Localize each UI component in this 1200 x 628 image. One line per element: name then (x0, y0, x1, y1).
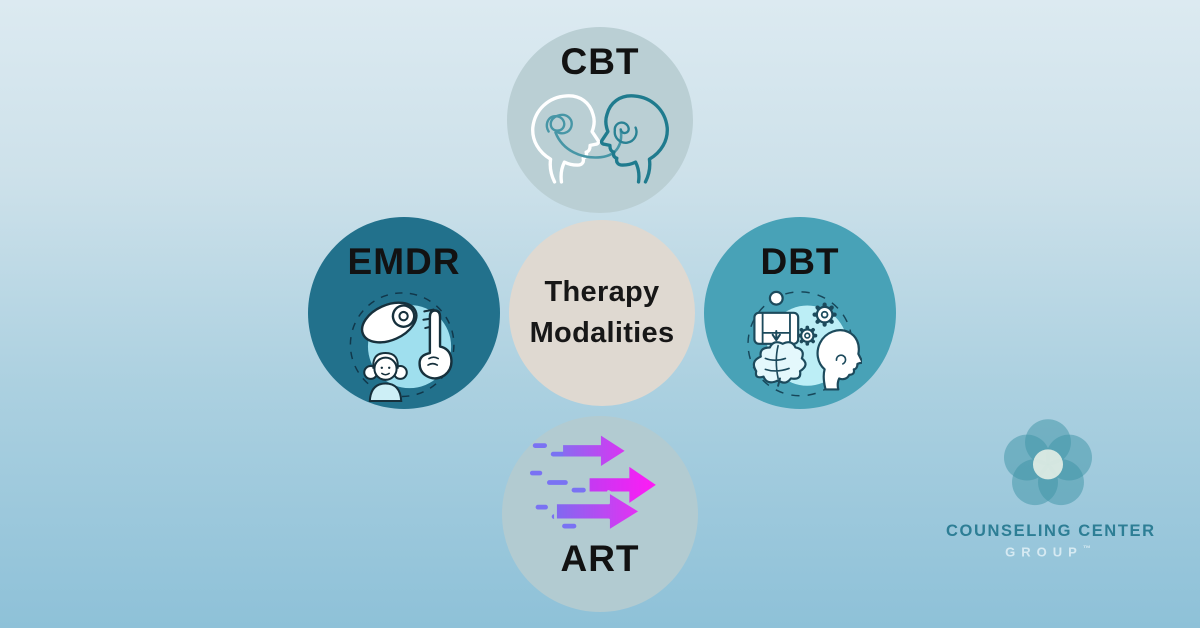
five-petal-pinwheel-icon (1004, 419, 1092, 506)
modality-circle-emdr: EMDR (308, 217, 500, 409)
modality-circle-cbt: CBT (507, 27, 693, 213)
dbt-label: DBT (760, 241, 840, 282)
two-heads-conversation-icon (531, 94, 669, 184)
fast-forward-arrows-icon (529, 435, 656, 533)
center-title-line2: Modalities (529, 317, 675, 349)
modality-circle-dbt: DBT (704, 217, 896, 409)
logo-group-text: GROUP™ (1005, 544, 1091, 560)
eye-and-hand-therapy-icon (349, 292, 455, 402)
couch-brain-gears-head-icon (747, 290, 862, 397)
center-title-line1: Therapy (544, 276, 660, 309)
trademark-symbol: ™ (1082, 544, 1091, 553)
counseling-center-group-logo: COUNSELING CENTER GROUP™ (946, 416, 1156, 560)
emdr-label: EMDR (347, 241, 461, 282)
center-title-circle: Therapy Modalities (509, 220, 695, 406)
modality-circle-art: ART (502, 416, 698, 612)
cbt-label: CBT (560, 41, 640, 82)
art-label: ART (560, 538, 640, 579)
logo-name-text: COUNSELING CENTER (946, 522, 1156, 540)
